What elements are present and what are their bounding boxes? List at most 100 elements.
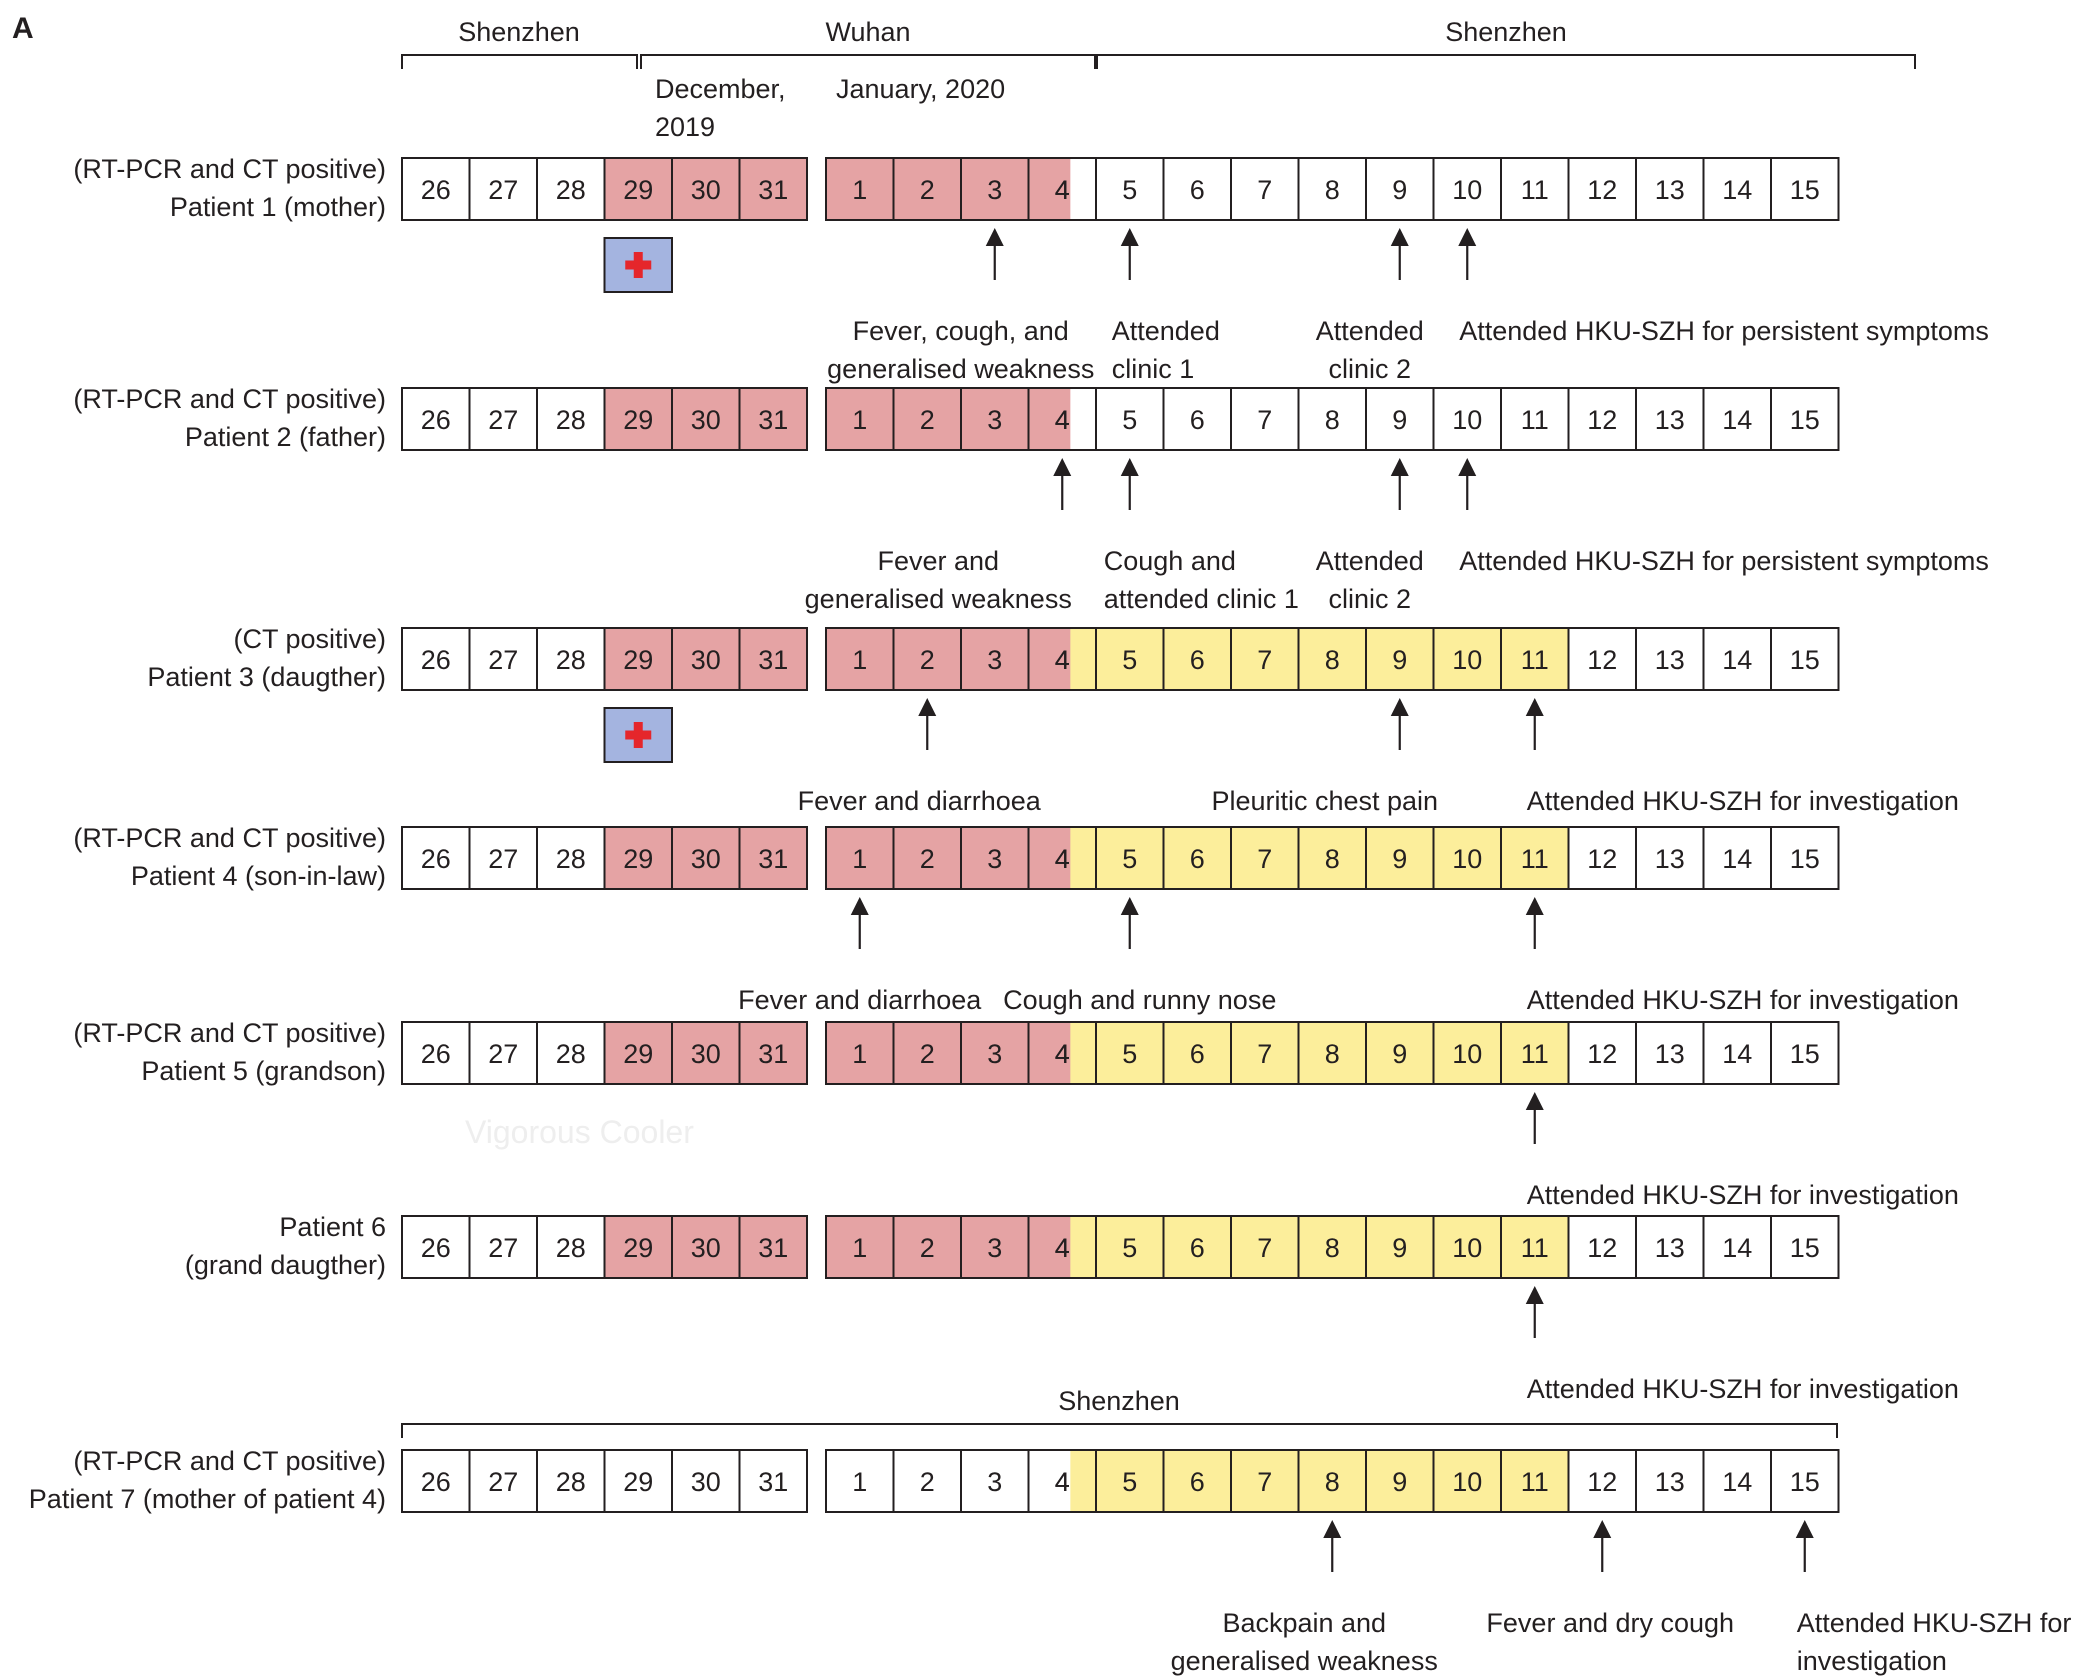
day-cell <box>1567 627 1637 691</box>
day-number: 12 <box>1587 844 1617 874</box>
day-cell <box>603 1449 673 1513</box>
day-number: 4 <box>1055 844 1070 874</box>
event-label: Fever and dry cough <box>1486 1608 1734 1638</box>
day-cell <box>1702 1449 1772 1513</box>
day-number: 28 <box>556 1039 586 1069</box>
day-number: 9 <box>1392 645 1407 675</box>
day-number: 15 <box>1790 1467 1820 1497</box>
day-number: 10 <box>1452 175 1482 205</box>
hospital-icon <box>603 237 673 293</box>
day-cell <box>1162 1449 1232 1513</box>
patient-label-line2: Patient 3 (daugther) <box>147 662 386 692</box>
day-number: 5 <box>1122 645 1137 675</box>
day-number: 2 <box>920 175 935 205</box>
patient-label-line2: Patient 5 (grandson) <box>141 1056 386 1086</box>
day-number: 13 <box>1655 1467 1685 1497</box>
day-number: 11 <box>1521 1467 1549 1497</box>
event-annotation: Attended HKU-SZH for persistent symptoms <box>1458 228 1989 346</box>
event-annotation: Attended HKU-SZH for investigation <box>1525 1286 1959 1404</box>
day-number: 6 <box>1190 844 1205 874</box>
event-annotation: Attended HKU-SZH for investigation <box>1525 1092 1959 1210</box>
day-number: 4 <box>1055 1233 1070 1263</box>
arrow-up-icon <box>1053 458 1072 476</box>
hospital-icon <box>603 707 673 763</box>
day-number: 6 <box>1190 175 1205 205</box>
event-label: Attended HKU-SZH for investigation <box>1527 1180 1959 1210</box>
day-number: 29 <box>623 175 653 205</box>
day-cell <box>536 1215 606 1279</box>
day-number: 12 <box>1587 1039 1617 1069</box>
month-label-december: December, <box>655 74 786 104</box>
day-number: 5 <box>1122 405 1137 435</box>
day-cell <box>738 1215 808 1279</box>
day-cell <box>1770 627 1840 691</box>
event-label: attended clinic 1 <box>1104 584 1299 614</box>
day-number: 14 <box>1722 844 1752 874</box>
day-number: 10 <box>1452 1233 1482 1263</box>
arrow-up-icon <box>1795 1520 1814 1538</box>
day-number: 27 <box>488 1039 518 1069</box>
day-number: 28 <box>556 175 586 205</box>
day-cell <box>1635 1449 1705 1513</box>
day-number: 13 <box>1655 1233 1685 1263</box>
day-number: 11 <box>1521 844 1549 874</box>
day-number: 31 <box>758 1233 788 1263</box>
day-cell <box>892 826 962 890</box>
day-number: 31 <box>758 844 788 874</box>
day-cell <box>1432 1021 1502 1085</box>
day-number: 3 <box>987 1467 1002 1497</box>
day-cell <box>960 157 1030 221</box>
day-number: 9 <box>1392 1467 1407 1497</box>
day-cell <box>738 826 808 890</box>
region-bracket-bottom <box>401 1423 1838 1438</box>
day-number: 31 <box>758 405 788 435</box>
day-number: 8 <box>1325 645 1340 675</box>
arrow-up-icon <box>1525 897 1544 915</box>
day-number: 30 <box>691 645 721 675</box>
day-number: 1 <box>852 1039 867 1069</box>
day-cell <box>1500 826 1570 890</box>
month-label-january: January, 2020 <box>836 74 1005 104</box>
day-cell <box>1770 387 1840 451</box>
day-cell <box>1770 1021 1840 1085</box>
day-number: 7 <box>1257 405 1272 435</box>
day-number: 27 <box>488 175 518 205</box>
day-cell <box>1162 627 1232 691</box>
day-number: 26 <box>421 1039 451 1069</box>
day-cell <box>1297 157 1367 221</box>
event-label: Attended <box>1316 546 1424 576</box>
arrow-up-icon <box>1458 228 1477 246</box>
day-number: 7 <box>1257 175 1272 205</box>
day-cell-transition <box>1070 828 1095 888</box>
day-number: 11 <box>1521 1233 1549 1263</box>
day-cell <box>1365 1021 1435 1085</box>
day-cell <box>825 387 895 451</box>
day-number: 2 <box>920 1039 935 1069</box>
day-cell <box>1365 1449 1435 1513</box>
day-cell <box>468 387 538 451</box>
day-number: 9 <box>1392 1233 1407 1263</box>
arrow-up-icon <box>1525 698 1544 716</box>
day-number: 4 <box>1055 645 1070 675</box>
event-label: Fever and diarrhoea <box>738 985 982 1015</box>
event-label: Cough and <box>1104 546 1236 576</box>
day-cell <box>1500 627 1570 691</box>
day-cell <box>468 627 538 691</box>
day-cell <box>468 157 538 221</box>
day-number: 12 <box>1587 1233 1617 1263</box>
day-cell <box>468 1449 538 1513</box>
day-cell <box>1365 157 1435 221</box>
event-label: Pleuritic chest pain <box>1211 786 1438 816</box>
day-number: 6 <box>1190 1233 1205 1263</box>
day-cell <box>671 826 741 890</box>
day-cell <box>1162 1021 1232 1085</box>
day-number: 10 <box>1452 1039 1482 1069</box>
day-cell-transition <box>1070 159 1095 219</box>
day-number: 6 <box>1190 1039 1205 1069</box>
patient-label-line1: (CT positive) <box>233 624 386 654</box>
